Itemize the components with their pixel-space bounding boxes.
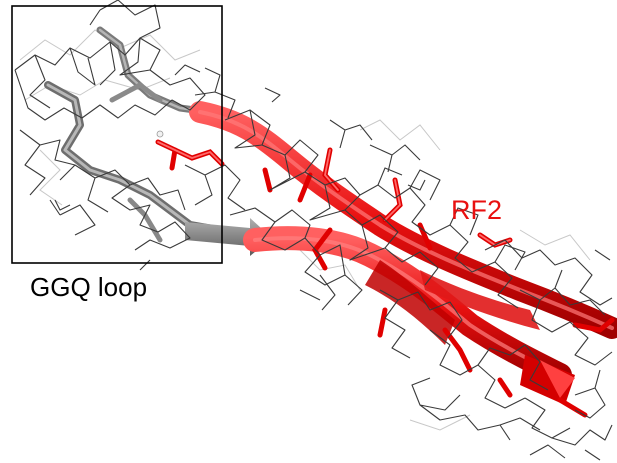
ggq-loop-box (11, 5, 223, 264)
ggq-loop-label: GGQ loop (30, 272, 148, 302)
density-mesh (14, 0, 613, 461)
ggq-loop-backbone (44, 26, 272, 256)
rf2-label: RF2 (451, 195, 503, 225)
rf2-ribbons (155, 101, 617, 418)
